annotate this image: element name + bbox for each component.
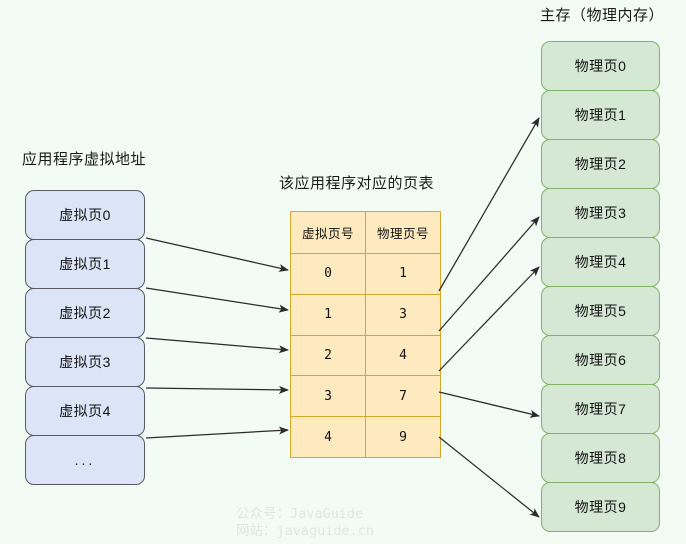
cell-physical-3: 7 [365,375,441,418]
page-table-title: 该应用程序对应的页表 [279,175,435,192]
arrow-virtual0-to-row0 [145,237,289,272]
virtual-address-title: 应用程序虚拟地址 [22,151,147,168]
cell-physical-4: 9 [365,416,441,458]
arrow-virtual1-to-row1 [145,287,289,313]
table-row[interactable]: 3 7 [290,375,441,418]
virtual-page-box-1[interactable]: 虚拟页1 [25,239,145,289]
arrow-virtual4-to-row4 [145,426,289,439]
table-row[interactable]: 1 3 [290,293,441,336]
virtual-page-box-more[interactable]: ... [25,435,145,485]
physical-page-box-4[interactable]: 物理页4 [541,237,660,287]
virtual-page-stack: 虚拟页0 虚拟页1 虚拟页2 虚拟页3 虚拟页4 ... [25,190,145,485]
cell-virtual-0: 0 [290,253,366,295]
physical-page-box-7[interactable]: 物理页7 [541,384,660,434]
arrow-virtual3-to-row3 [145,385,289,394]
page-table-header-row: 虚拟页号 物理页号 [290,211,441,254]
cell-physical-2: 4 [365,334,441,377]
table-row[interactable]: 4 9 [290,416,441,458]
arrow-row4-to-physical9 [438,436,540,518]
physical-page-box-1[interactable]: 物理页1 [541,90,660,140]
arrow-row0-to-physical1 [438,117,540,292]
virtual-page-box-4[interactable]: 虚拟页4 [25,386,145,436]
arrow-virtual2-to-row2 [145,337,289,354]
cell-physical-0: 1 [365,253,441,295]
page-table: 虚拟页号 物理页号 0 1 1 3 2 4 3 7 4 9 [290,211,441,458]
physical-page-box-3[interactable]: 物理页3 [541,188,660,238]
cell-virtual-3: 3 [290,375,366,418]
arrow-row2-to-physical4 [438,266,540,372]
cell-virtual-1: 1 [290,293,366,336]
physical-page-box-2[interactable]: 物理页2 [541,139,660,189]
watermark-line-2: 网站：javaguide.cn [236,523,375,539]
physical-page-box-9[interactable]: 物理页9 [541,482,660,532]
table-row[interactable]: 2 4 [290,334,441,377]
physical-page-box-8[interactable]: 物理页8 [541,433,660,483]
physical-page-box-5[interactable]: 物理页5 [541,286,660,336]
virtual-page-box-0[interactable]: 虚拟页0 [25,190,145,240]
physical-page-box-0[interactable]: 物理页0 [541,41,660,91]
page-table-header-virtual: 虚拟页号 [290,211,366,254]
arrow-row1-to-physical3 [438,216,540,332]
watermark-line-1: 公众号：JavaGuide [236,506,364,522]
physical-page-stack: 物理页0 物理页1 物理页2 物理页3 物理页4 物理页5 物理页6 物理页7 … [541,41,660,532]
cell-virtual-4: 4 [290,416,366,458]
cell-virtual-2: 2 [290,334,366,377]
arrow-row3-to-physical7 [438,391,540,418]
virtual-page-box-2[interactable]: 虚拟页2 [25,288,145,338]
main-memory-title: 主存（物理内存） [539,7,664,24]
virtual-page-box-3[interactable]: 虚拟页3 [25,337,145,387]
physical-page-box-6[interactable]: 物理页6 [541,335,660,385]
watermark: 公众号：JavaGuide 网站：javaguide.cn [236,506,374,540]
table-row[interactable]: 0 1 [290,253,441,295]
cell-physical-1: 3 [365,293,441,336]
page-table-header-physical: 物理页号 [365,211,441,254]
